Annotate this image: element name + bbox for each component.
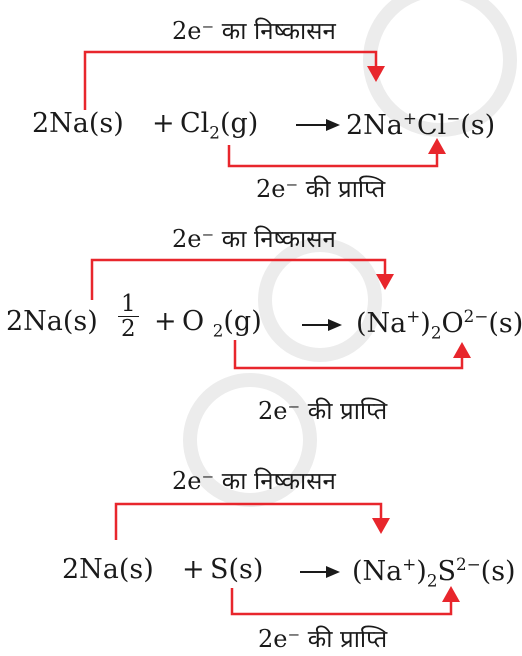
reaction-arrowhead <box>326 119 340 131</box>
product-sodium-sulfide: (Na+)2S2−(s) <box>352 554 516 591</box>
electron-transfer-arrows-3 <box>114 502 460 616</box>
reactant-sodium: 2Na(s) <box>62 554 154 585</box>
gain-arrow <box>230 588 453 616</box>
electron-gain-label: 2e⁻ की प्राप्ति <box>258 397 388 425</box>
gain-arrowhead <box>453 342 471 358</box>
electron-transfer-arrows-1 <box>83 50 446 168</box>
reaction-arrowhead <box>326 566 340 578</box>
electron-transfer-arrows-2 <box>90 258 471 370</box>
loss-arrow <box>90 258 387 300</box>
electron-gain-label: 2e⁻ की प्राप्ति <box>256 175 386 203</box>
product-sodium-oxide: (Na+)2O2−(s) <box>356 306 522 343</box>
gain-arrowhead <box>428 138 446 154</box>
reactant-sodium: 2Na(s) <box>6 306 98 337</box>
loss-arrowhead <box>372 518 390 534</box>
reactant-oxygen: O 2(g) <box>182 306 262 341</box>
reaction-arrowhead <box>328 319 342 331</box>
loss-arrow <box>114 502 383 540</box>
loss-arrow <box>83 50 378 110</box>
reaction-3: 2e⁻ का निष्कासन 2Na(s) + S(s) (Na+)2S2−(… <box>0 462 522 656</box>
plus-sign: + <box>182 554 205 585</box>
electron-gain-label: 2e⁻ की प्राप्ति <box>258 625 388 653</box>
plus-sign: + <box>154 306 177 337</box>
reactant-sodium: 2Na(s) <box>32 108 124 139</box>
reaction-1: 2e⁻ का निष्कासन 2Na(s) + Cl2(g) 2Na+Cl−(… <box>0 0 522 210</box>
electron-loss-label: 2e⁻ का निष्कासन <box>172 225 336 253</box>
product-sodium-chloride: 2Na+Cl−(s) <box>346 108 496 141</box>
loss-arrowhead <box>367 66 385 82</box>
electron-loss-label: 2e⁻ का निष्कासन <box>172 467 336 495</box>
loss-arrowhead <box>376 274 394 290</box>
gain-arrow <box>227 145 439 168</box>
gain-arrowhead <box>442 586 460 602</box>
reactant-sulfur: S(s) <box>210 554 264 585</box>
gain-arrow <box>233 340 464 370</box>
electron-loss-label: 2e⁻ का निष्कासन <box>172 17 336 45</box>
reactant-chlorine: Cl2(g) <box>180 108 259 143</box>
plus-sign: + <box>152 108 175 139</box>
